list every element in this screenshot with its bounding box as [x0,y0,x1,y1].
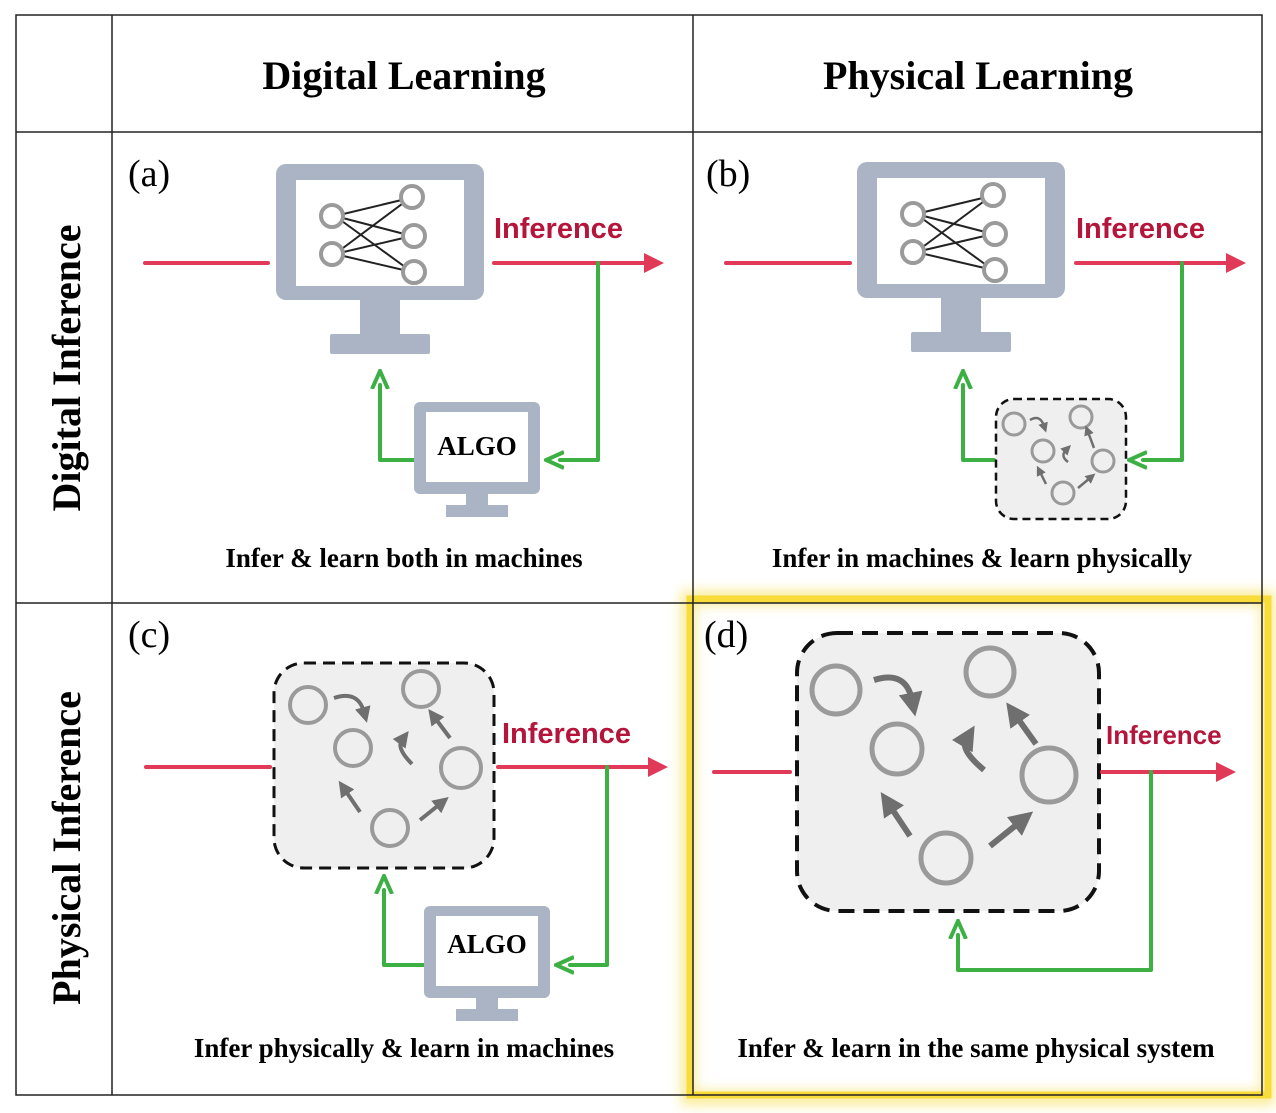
update-arrow [963,385,996,462]
panel-caption: Infer in machines & learn physically [772,543,1193,573]
algo-label: ALGO [437,431,517,461]
panel-c: (c) Inference ALG [128,614,668,1063]
physical-system-icon [272,661,496,870]
feedback-arrow [1143,261,1184,460]
update-arrow [380,385,420,462]
algo-label: ALGO [447,929,527,959]
feedback-arrow [570,765,609,965]
feedback-loop-arrow [958,770,1153,972]
panel-label: (d) [704,614,748,656]
inference-label: Inference [1106,720,1222,750]
neural-network-icon [319,184,427,285]
algo-computer-icon [424,906,550,1021]
inference-label: Inference [1076,213,1205,245]
panel-d: (d) Inference Infer & learn in the same … [704,614,1236,1063]
inference-label: Inference [502,718,631,750]
column-header-physical-learning: Physical Learning [823,53,1133,98]
table-grid [15,14,1263,1096]
monitor-icon [276,164,484,354]
panel-label: (a) [128,153,170,195]
column-header-digital-learning: Digital Learning [262,53,545,98]
row-header-digital-inference: Digital Inference [44,225,89,512]
panel-caption: Infer & learn both in machines [225,543,582,573]
panel-caption: Infer & learn in the same physical syste… [737,1033,1215,1063]
physical-system-icon [795,631,1101,913]
update-arrow [384,890,429,967]
monitor-icon [857,162,1065,352]
physical-system-icon [994,397,1128,521]
panel-label: (b) [706,153,750,195]
neural-network-icon [900,182,1008,283]
algo-computer-icon [414,402,540,517]
panel-a: (a) Inference [128,153,664,573]
feedback-arrow [560,261,600,460]
panel-label: (c) [128,614,170,656]
inference-label: Inference [494,213,623,245]
panel-b: (b) Inference [706,153,1246,573]
row-header-physical-inference: Physical Inference [44,691,89,1005]
panel-caption: Infer physically & learn in machines [194,1033,614,1063]
